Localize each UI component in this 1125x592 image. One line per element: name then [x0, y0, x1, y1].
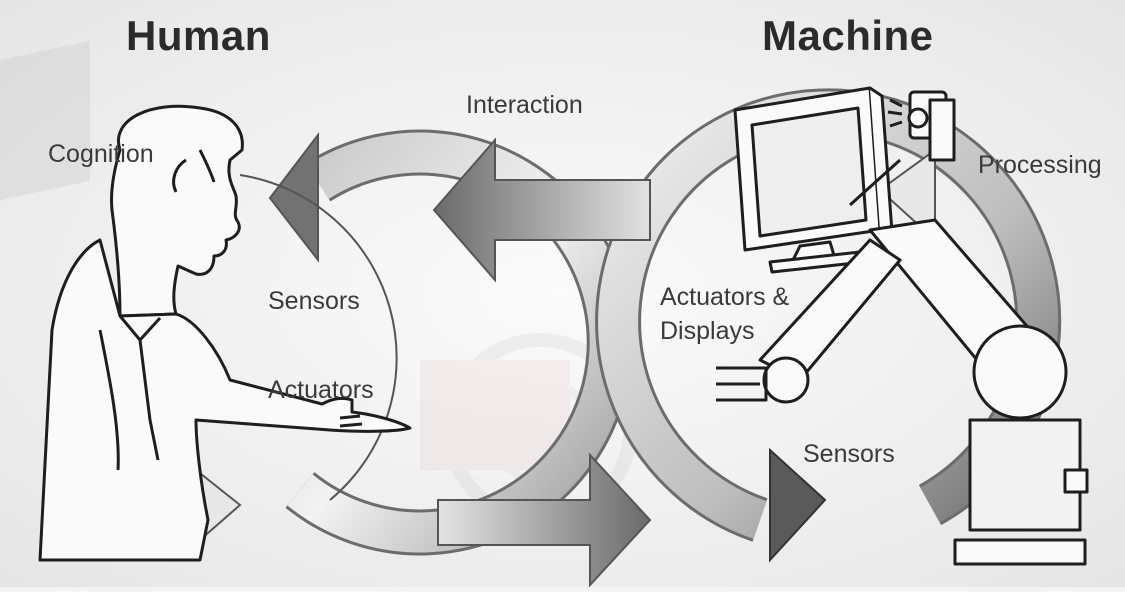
robot-arm [716, 98, 1089, 566]
actuators-displays-line1: Actuators & [660, 283, 790, 311]
processing-label: Processing [978, 151, 1102, 179]
human-sensors-label: Sensors [268, 287, 360, 315]
computer-monitor [733, 86, 894, 274]
machine-loop-top-arrowhead [878, 148, 936, 243]
machine-loop-arrowhead [769, 447, 827, 563]
interaction-arrow-top [432, 137, 651, 283]
human-figure [38, 104, 412, 562]
human-actuators-label: Actuators [268, 376, 374, 404]
interaction-label: Interaction [466, 91, 583, 119]
machine-title: Machine [762, 12, 934, 59]
actuators-displays-line2: Displays [660, 317, 755, 345]
machine-sensors-label: Sensors [803, 440, 895, 468]
camera-mount [848, 158, 902, 207]
human-title: Human [126, 12, 271, 59]
human-loop-arrowhead [268, 132, 319, 263]
cognition-label: Cognition [48, 140, 154, 168]
actuators-displays-label: Actuators & Displays [660, 280, 789, 348]
interaction-arrow-bottom [437, 452, 652, 588]
